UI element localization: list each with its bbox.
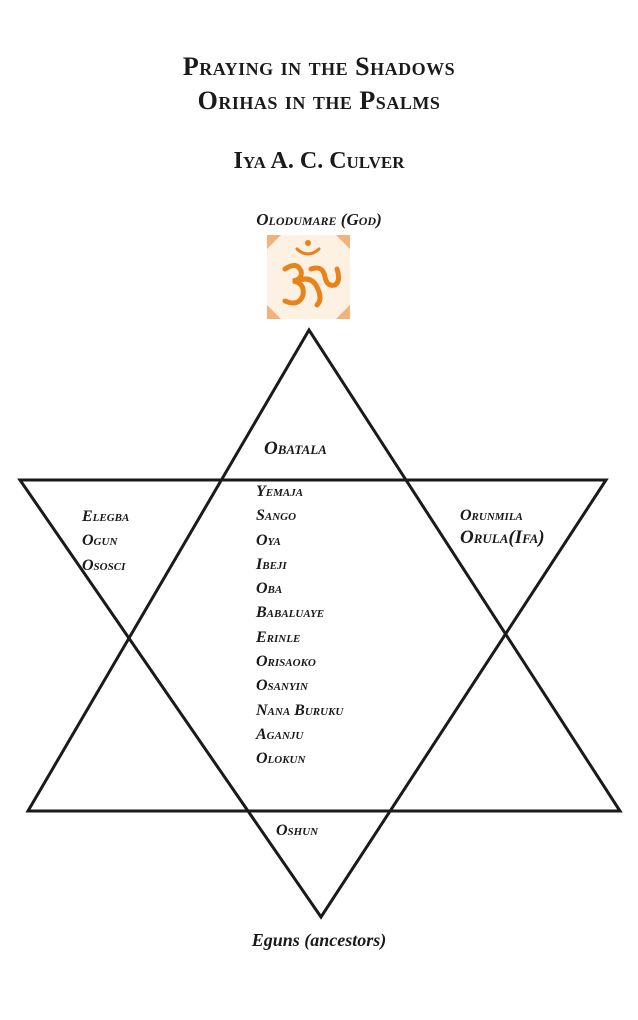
obatala-label: Obatala	[264, 438, 327, 459]
list-item: Ogun	[82, 532, 118, 550]
list-item: Oba	[256, 580, 283, 598]
list-item: Elegba	[82, 508, 130, 525]
list-item: Orisaoko	[256, 653, 316, 671]
title-line-1: Praying in the Shadows	[182, 52, 456, 81]
eguns-label: Eguns (ancestors)	[251, 930, 387, 950]
author-name: Iya A. C. Culver	[233, 148, 405, 174]
om-icon	[267, 235, 350, 319]
right-point-list: Orunmila Orula(Ifa)	[460, 505, 545, 549]
upward-triangle	[25, 327, 623, 813]
downward-triangle	[17, 478, 609, 920]
list-item: Osanyin	[256, 677, 308, 695]
list-item: Oya	[256, 531, 281, 549]
olodumare-label: Olodumare (God)	[256, 210, 382, 229]
list-item: Aganju	[256, 725, 304, 743]
left-point-list: Elegba Ogun Ososci	[82, 505, 129, 578]
list-item: Sango	[256, 507, 297, 525]
list-item: Ososci	[82, 556, 126, 574]
list-item: Ibeji	[256, 555, 287, 573]
title-line-2: Orihas in the Psalms	[197, 86, 441, 115]
list-item: Orunmila	[460, 507, 523, 524]
list-item: Olokun	[256, 750, 306, 768]
list-item: Orula(Ifa)	[460, 527, 545, 548]
list-item: Yemaja	[256, 483, 304, 500]
oshun-label: Oshun	[276, 822, 319, 839]
list-item: Nana Buruku	[256, 701, 344, 719]
list-item: Babaluaye	[256, 604, 325, 622]
center-list: Yemaja Sango Oya Ibeji Oba Babaluaye Eri…	[256, 480, 343, 772]
list-item: Erinle	[256, 628, 301, 646]
